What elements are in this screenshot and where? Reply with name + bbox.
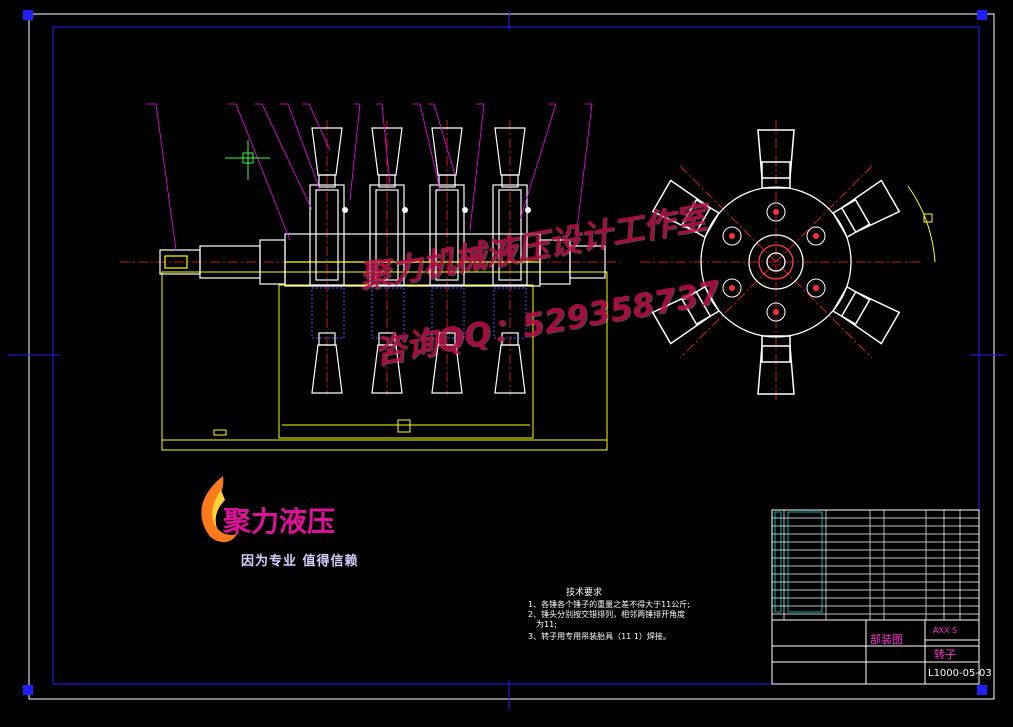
part-name: 转子 <box>934 648 956 661</box>
leader-lines <box>146 103 593 251</box>
radial-hammers <box>651 129 901 395</box>
parts-list-marks <box>774 511 823 613</box>
housing-outline <box>161 271 608 451</box>
tech-title: 技术要求 <box>566 588 603 598</box>
flame-icon <box>201 476 237 543</box>
drawing-number: L1000-05-03 <box>928 668 992 679</box>
rotor-disc <box>700 186 852 338</box>
rotor-shaft <box>159 233 606 287</box>
section-hatch <box>311 287 527 339</box>
angle-arc <box>907 185 936 263</box>
side-view <box>640 120 936 400</box>
inner-frame <box>8 10 1005 710</box>
hammer-assemblies <box>309 127 528 394</box>
title-block <box>771 509 980 685</box>
logo: 聚力液压 因为专业 值得信赖 <box>193 472 413 572</box>
front-view <box>120 103 620 451</box>
pin-holes <box>722 202 826 322</box>
tech-item-3: 为11; <box>536 620 557 629</box>
pin-bolts <box>342 207 531 213</box>
parts-list-grid <box>772 510 979 620</box>
side-centerlines <box>640 120 920 400</box>
corner-markers <box>23 10 987 695</box>
sheet-frame <box>28 13 995 700</box>
tech-item-2: 2、锤头分别按交错排列，相邻两锤排开角度 <box>528 610 686 619</box>
ucs-crosshair <box>225 140 270 180</box>
drawing-type: 部装图 <box>870 633 903 646</box>
logo-brand: 聚力液压 <box>223 505 336 538</box>
scale-label: AXX S <box>933 626 958 635</box>
logo-slogan: 因为专业 值得信赖 <box>241 554 359 569</box>
pin-hole-centers <box>729 209 819 315</box>
tech-item-1: 1、各锤各个锤子的重量之差不得大于11公斤; <box>528 600 690 609</box>
tech-item-4: 3、转子用专用吊装胎具（11 1）焊接。 <box>528 632 671 641</box>
